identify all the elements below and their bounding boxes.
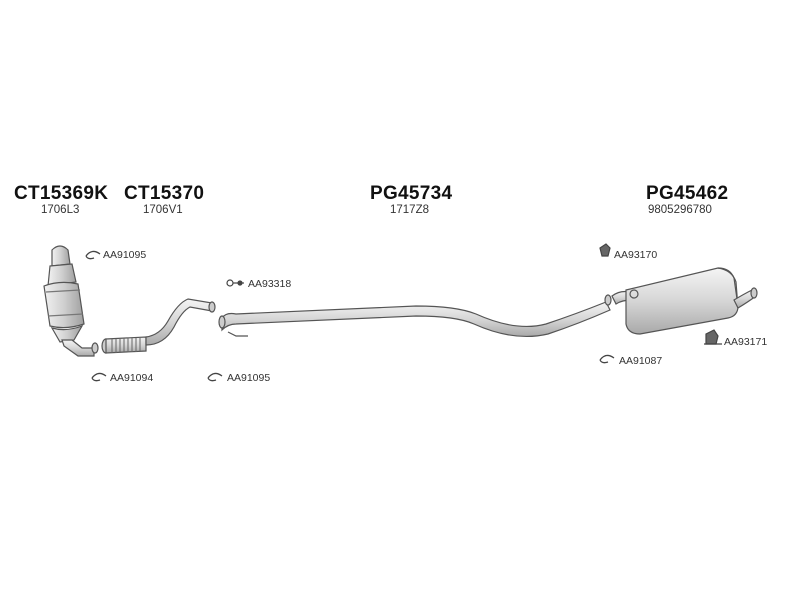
part-code-front-pipe[interactable]: CT15370: [124, 183, 205, 204]
bolt-icon: [226, 279, 244, 287]
clamp-icon: [599, 354, 615, 364]
middle-pipe[interactable]: [218, 294, 612, 338]
accessory-label-aa93318[interactable]: AA93318: [248, 278, 292, 290]
part-ref-rear-silencer: 9805296780: [648, 204, 712, 216]
clamp-icon: [207, 372, 223, 382]
part-code-catalyst[interactable]: CT15369K: [14, 183, 109, 204]
rubber-mount-icon: [599, 243, 611, 257]
part-code-rear-silencer[interactable]: PG45462: [646, 183, 729, 204]
clamp-icon: [85, 250, 101, 260]
accessory-label-aa91095-bottom[interactable]: AA91095: [227, 372, 271, 384]
accessory-label-aa93171[interactable]: AA93171: [724, 336, 768, 348]
accessory-label-aa91094[interactable]: AA91094: [110, 372, 154, 384]
catalytic-converter[interactable]: [43, 245, 99, 357]
accessory-label-aa93170[interactable]: AA93170: [614, 249, 658, 261]
accessory-label-aa91095-top[interactable]: AA91095: [103, 249, 147, 261]
rear-silencer[interactable]: [611, 267, 758, 335]
part-ref-front-pipe: 1706V1: [143, 204, 183, 216]
clamp-icon: [91, 372, 107, 382]
part-ref-middle-pipe: 1717Z8: [390, 204, 430, 216]
part-code-middle-pipe[interactable]: PG45734: [370, 183, 453, 204]
front-pipe[interactable]: [101, 298, 216, 354]
part-ref-catalyst: 1706L3: [41, 204, 80, 216]
accessory-label-aa91087[interactable]: AA91087: [619, 355, 663, 367]
rubber-mount-icon: [704, 329, 722, 345]
